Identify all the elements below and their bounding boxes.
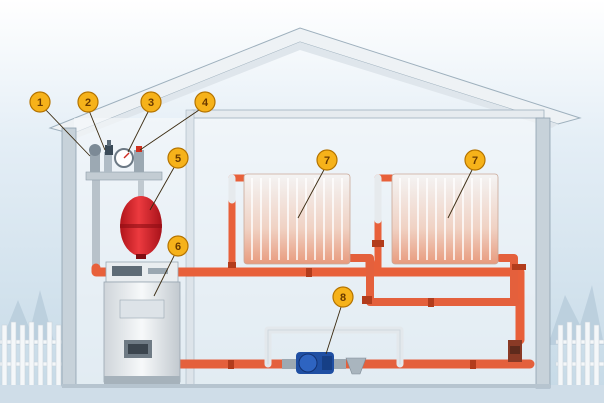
callout-2: 2	[77, 91, 99, 113]
callout-1-label: 1	[37, 97, 43, 109]
filter-valve	[345, 357, 367, 375]
expansion-tank	[120, 180, 162, 259]
callout-3-label: 3	[148, 97, 154, 109]
pipe-fittings	[228, 240, 526, 369]
radiator-right	[391, 173, 499, 265]
callout-6: 6	[167, 235, 189, 257]
return-valve	[508, 340, 522, 362]
callout-3: 3	[140, 91, 162, 113]
ceiling-beam	[191, 109, 545, 119]
callout-leaders	[43, 107, 475, 355]
callout-4: 4	[194, 91, 216, 113]
callout-8-label: 8	[340, 292, 346, 304]
boiler	[103, 261, 181, 384]
callout-1: 1	[29, 91, 51, 113]
callout-6-label: 6	[175, 241, 181, 253]
fence-right	[555, 321, 604, 388]
circulation-pump	[282, 352, 346, 374]
safety-group	[85, 144, 163, 181]
safety-valve-icon	[134, 146, 144, 172]
ground	[0, 385, 604, 403]
callout-8: 8	[332, 286, 354, 308]
pressure-gauge-icon	[114, 148, 134, 168]
air-vent-icon	[105, 140, 113, 155]
callout-4-label: 4	[202, 97, 209, 109]
callout-7-left: 7	[316, 149, 338, 171]
floor	[62, 384, 550, 388]
radiator-left	[243, 173, 351, 265]
callout-2-label: 2	[85, 97, 91, 109]
callout-5: 5	[167, 147, 189, 169]
callout-7-left-label: 7	[324, 155, 330, 167]
callout-5-label: 5	[175, 153, 181, 165]
callout-7-right: 7	[464, 149, 486, 171]
callout-7-right-label: 7	[472, 155, 478, 167]
